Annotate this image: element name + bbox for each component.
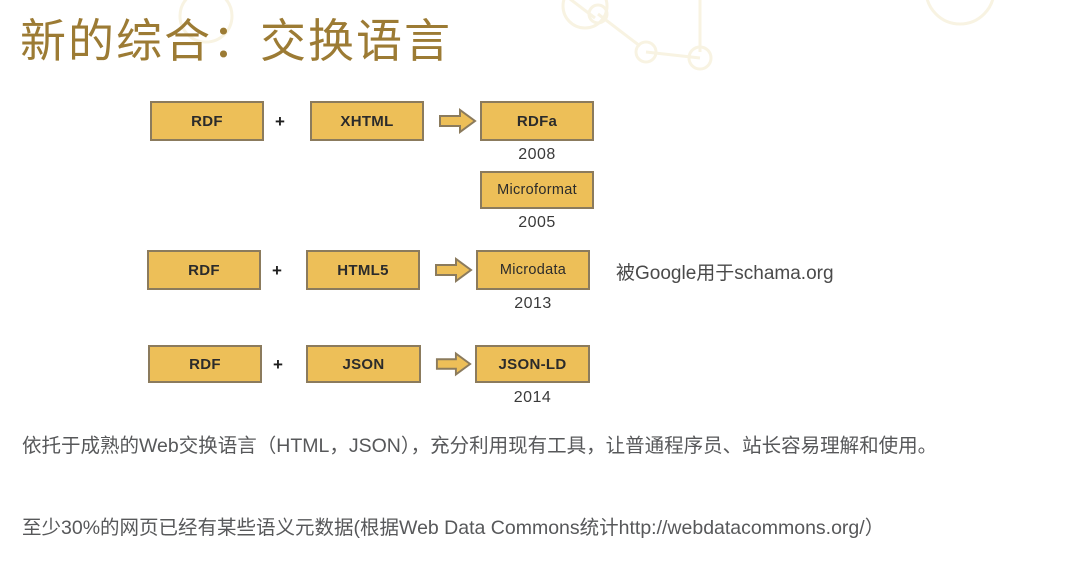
- node-box-xhtml[interactable]: XHTML: [310, 101, 424, 141]
- right-arrow-icon-row3: [435, 351, 472, 377]
- plus-icon-row3: +: [273, 355, 283, 374]
- node-box-jsonld[interactable]: JSON-LD: [475, 345, 590, 383]
- node-box-microdata[interactable]: Microdata: [476, 250, 590, 290]
- exchange-language-diagram: RDF + XHTML RDFa 2008 Microformat 2005 R…: [147, 101, 834, 406]
- microdata-usage-note: 被Google用于schama.org: [616, 263, 834, 284]
- node-box-rdfa[interactable]: RDFa: [480, 101, 594, 141]
- node-box-json[interactable]: JSON: [306, 345, 421, 383]
- body-paragraph-2: 至少30%的网页已经有某些语义元数据(根据Web Data Commons统计h…: [22, 517, 885, 539]
- node-box-microformat[interactable]: Microformat: [480, 171, 594, 209]
- year-label-jsonld: 2014: [513, 389, 552, 406]
- page-title: 新的综合：交换语言: [20, 15, 452, 67]
- node-box-rdf-row2[interactable]: RDF: [147, 250, 261, 290]
- year-label-rdfa: 2008: [518, 146, 556, 163]
- year-label-microformat: 2005: [518, 214, 556, 231]
- year-label-microdata: 2013: [514, 295, 552, 312]
- right-arrow-icon-row2: [435, 257, 473, 283]
- plus-icon-row1: +: [275, 112, 285, 131]
- node-box-rdf-row1[interactable]: RDF: [150, 101, 264, 141]
- right-arrow-icon-row1: [439, 108, 477, 134]
- node-box-html5[interactable]: HTML5: [306, 250, 420, 290]
- body-paragraph-1: 依托于成熟的Web交换语言（HTML，JSON），充分利用现有工具，让普通程序员…: [22, 435, 938, 457]
- plus-icon-row2: +: [272, 261, 282, 280]
- node-box-rdf-row3[interactable]: RDF: [148, 345, 262, 383]
